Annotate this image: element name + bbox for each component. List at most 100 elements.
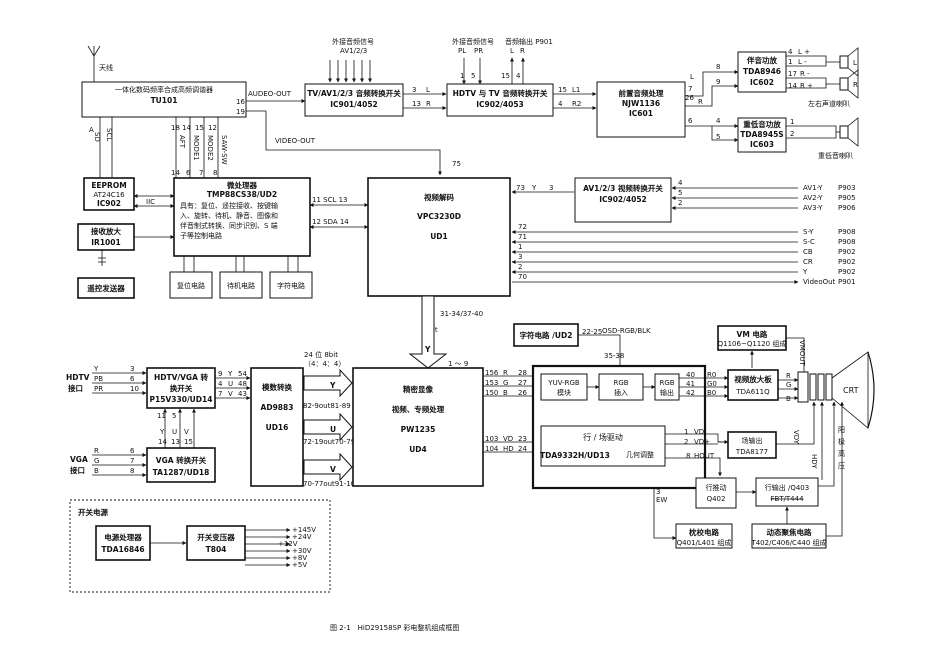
ir-model: IR1001 <box>91 238 120 247</box>
tda-yuv-1: YUV-RGB <box>547 379 580 387</box>
focus-title: 动态聚焦电路 <box>767 527 812 537</box>
amp2-p5: 5 <box>716 133 720 141</box>
adc-range-3: 70-77out91-100 <box>303 480 360 488</box>
vert-output-block: 场输出 TDA8177 <box>727 431 777 459</box>
vga-b: B <box>94 467 99 475</box>
vm-block: VM 电路 Q1106~Q1120 组成 <box>717 325 787 351</box>
mcu-pin-6: 6 <box>186 169 191 177</box>
mcu-desc-1: 具有：复位、遥控接收、按键输 <box>180 201 278 210</box>
hv-4: 压 <box>838 462 845 470</box>
cr: CR <box>803 258 813 266</box>
psu-30v: +30V <box>292 547 312 555</box>
sw2-r2: R2 <box>572 100 581 108</box>
avsw-title: AV1/2/3 视频转换开关 <box>583 183 663 193</box>
video-out-port: P901 <box>838 278 856 286</box>
vm-title: VM 电路 <box>737 329 768 339</box>
vm-sub: Q1106~Q1120 组成 <box>718 339 787 348</box>
amp1-pin-17: 17 <box>788 70 797 78</box>
tda-scan: 行 / 场驱动 <box>583 432 623 442</box>
hdtv-label: HDTV <box>66 373 90 382</box>
standby-block: 待机电路 <box>219 271 263 299</box>
pw-23: 23 <box>518 435 527 443</box>
amp1-r-minus: R - <box>800 70 810 78</box>
amp1-p9: 9 <box>716 78 720 86</box>
vpc-p3: 3 <box>549 184 553 192</box>
tda-o-40: 40 <box>686 371 695 379</box>
pw1235-block: 精密显像 视频、专频处理 PW1235 UD4 <box>352 367 484 487</box>
osd-block: 字符电路 /UD2 <box>513 323 579 347</box>
sw1-r: R <box>426 100 431 108</box>
cb: CB <box>803 248 813 256</box>
focus-block: 动态聚焦电路 T402/C406/C440 组成 <box>750 523 827 549</box>
eeprom-model: AT24C16 <box>93 191 125 199</box>
mcu-scl: 11 SCL 13 <box>312 196 348 204</box>
pw-o-27: 27 <box>518 379 527 387</box>
psu-ctrl-model: TDA16846 <box>101 545 144 554</box>
tda-g0: G0 <box>707 380 717 388</box>
audio-switch-2: HDTV 与 TV 音频转换开关 IC902/4053 <box>446 83 554 117</box>
vga-g: G <box>94 457 99 465</box>
psu-outputs: +145V +24V +12V +30V +8V +5V <box>245 526 316 569</box>
amp1-title: 伴音功放 <box>746 55 777 65</box>
tuner-bot-15: 15 <box>195 124 204 132</box>
tda-rgbin-1: RGB <box>613 379 628 387</box>
mcu-pin-7: 7 <box>199 169 203 177</box>
av1-y-port: P903 <box>838 184 856 192</box>
tda-v-1: 1 <box>684 428 688 436</box>
sw2-o4: 4 <box>558 100 563 108</box>
hdy-label: HDY <box>810 454 818 469</box>
tda-hout: HOUT <box>694 452 715 460</box>
pw-ic: UD4 <box>409 445 427 454</box>
tuner-sd: SD <box>93 132 101 142</box>
mcu-block: 微处理器 TMP88CS38/UD2 具有：复位、遥控接收、按键输 入、旋转、待… <box>173 177 311 257</box>
adc-range-2: 72-19out70-79 <box>303 438 355 446</box>
eeprom-block: EEPROM AT24C16 IC902 <box>83 177 135 211</box>
tuner-pin-19: 19 <box>236 108 245 116</box>
vout-model: TDA8177 <box>735 448 768 456</box>
pw-pin-1-9: 1 ～ 9 <box>448 360 468 368</box>
tuner-mode2: MODE2 <box>206 135 214 161</box>
hdsw-bot-13: 13 <box>171 438 180 446</box>
adc-ic: UD16 <box>266 423 289 432</box>
crt-label: CRT <box>843 386 859 395</box>
tda-b0: B0 <box>707 389 716 397</box>
vga-pin-7: 7 <box>130 457 134 465</box>
amp2-ic: IC603 <box>750 140 774 149</box>
hdsw-p54: 54 <box>238 370 247 378</box>
hdsw-p48: 48 <box>238 380 247 388</box>
vga-switch-block: VGA 转换开关 TA1287/UD18 <box>146 447 216 483</box>
amp1-pin-1: 1 <box>788 58 792 66</box>
av1-y: AV1-Y <box>803 184 823 192</box>
pw-hd: HD <box>503 445 514 453</box>
hdsw-bot-5: 5 <box>172 412 176 420</box>
video-out-port-label: VideoOut <box>803 278 836 286</box>
pw-vd: VD <box>503 435 513 443</box>
pw-g: G <box>503 379 508 387</box>
tda-v-2: 2 <box>684 438 688 446</box>
tuner-mode1: MODE1 <box>192 135 200 161</box>
vpc-pin-71: 71 <box>518 233 527 241</box>
preamp-l: L <box>690 73 694 81</box>
audeo-out-label: AUDEO-OUT <box>248 90 292 98</box>
figure-caption: 图 2-1 HiD29158SP 彩电整机组成框图 <box>330 623 459 632</box>
preamp-block: 前置音频处理 NJW1136 IC601 <box>596 81 686 138</box>
psu-xfm-model: T804 <box>206 545 227 554</box>
s-y: S-Y <box>803 228 814 236</box>
psu-ctrl-block: 电源处理器 TDA16846 <box>95 525 151 561</box>
tuner-model: TU101 <box>151 96 178 105</box>
vgasw-model: TA1287/UD18 <box>153 468 210 477</box>
tuner-a: A <box>89 126 94 134</box>
ext-audio2-l: L <box>510 47 514 55</box>
hout-title: 行输出 /Q403 <box>765 483 809 492</box>
vamp-b: B <box>786 395 791 403</box>
ext-audio-arrows <box>328 60 372 83</box>
tuner-block: 一体化数码频率合成高频调谐器 TU101 16 19 <box>81 81 247 118</box>
vamp-g: G <box>786 381 791 389</box>
hdtv-pb: PB <box>94 375 103 383</box>
sw1-p3: 3 <box>412 86 416 94</box>
amp1-ic: IC602 <box>750 78 774 87</box>
pw-b: B <box>503 389 508 397</box>
psu-frame: 开关电源 <box>69 499 331 593</box>
sw2-title: HDTV 与 TV 音频转换开关 <box>453 88 548 98</box>
speaker-left-icon: L <box>839 47 859 77</box>
